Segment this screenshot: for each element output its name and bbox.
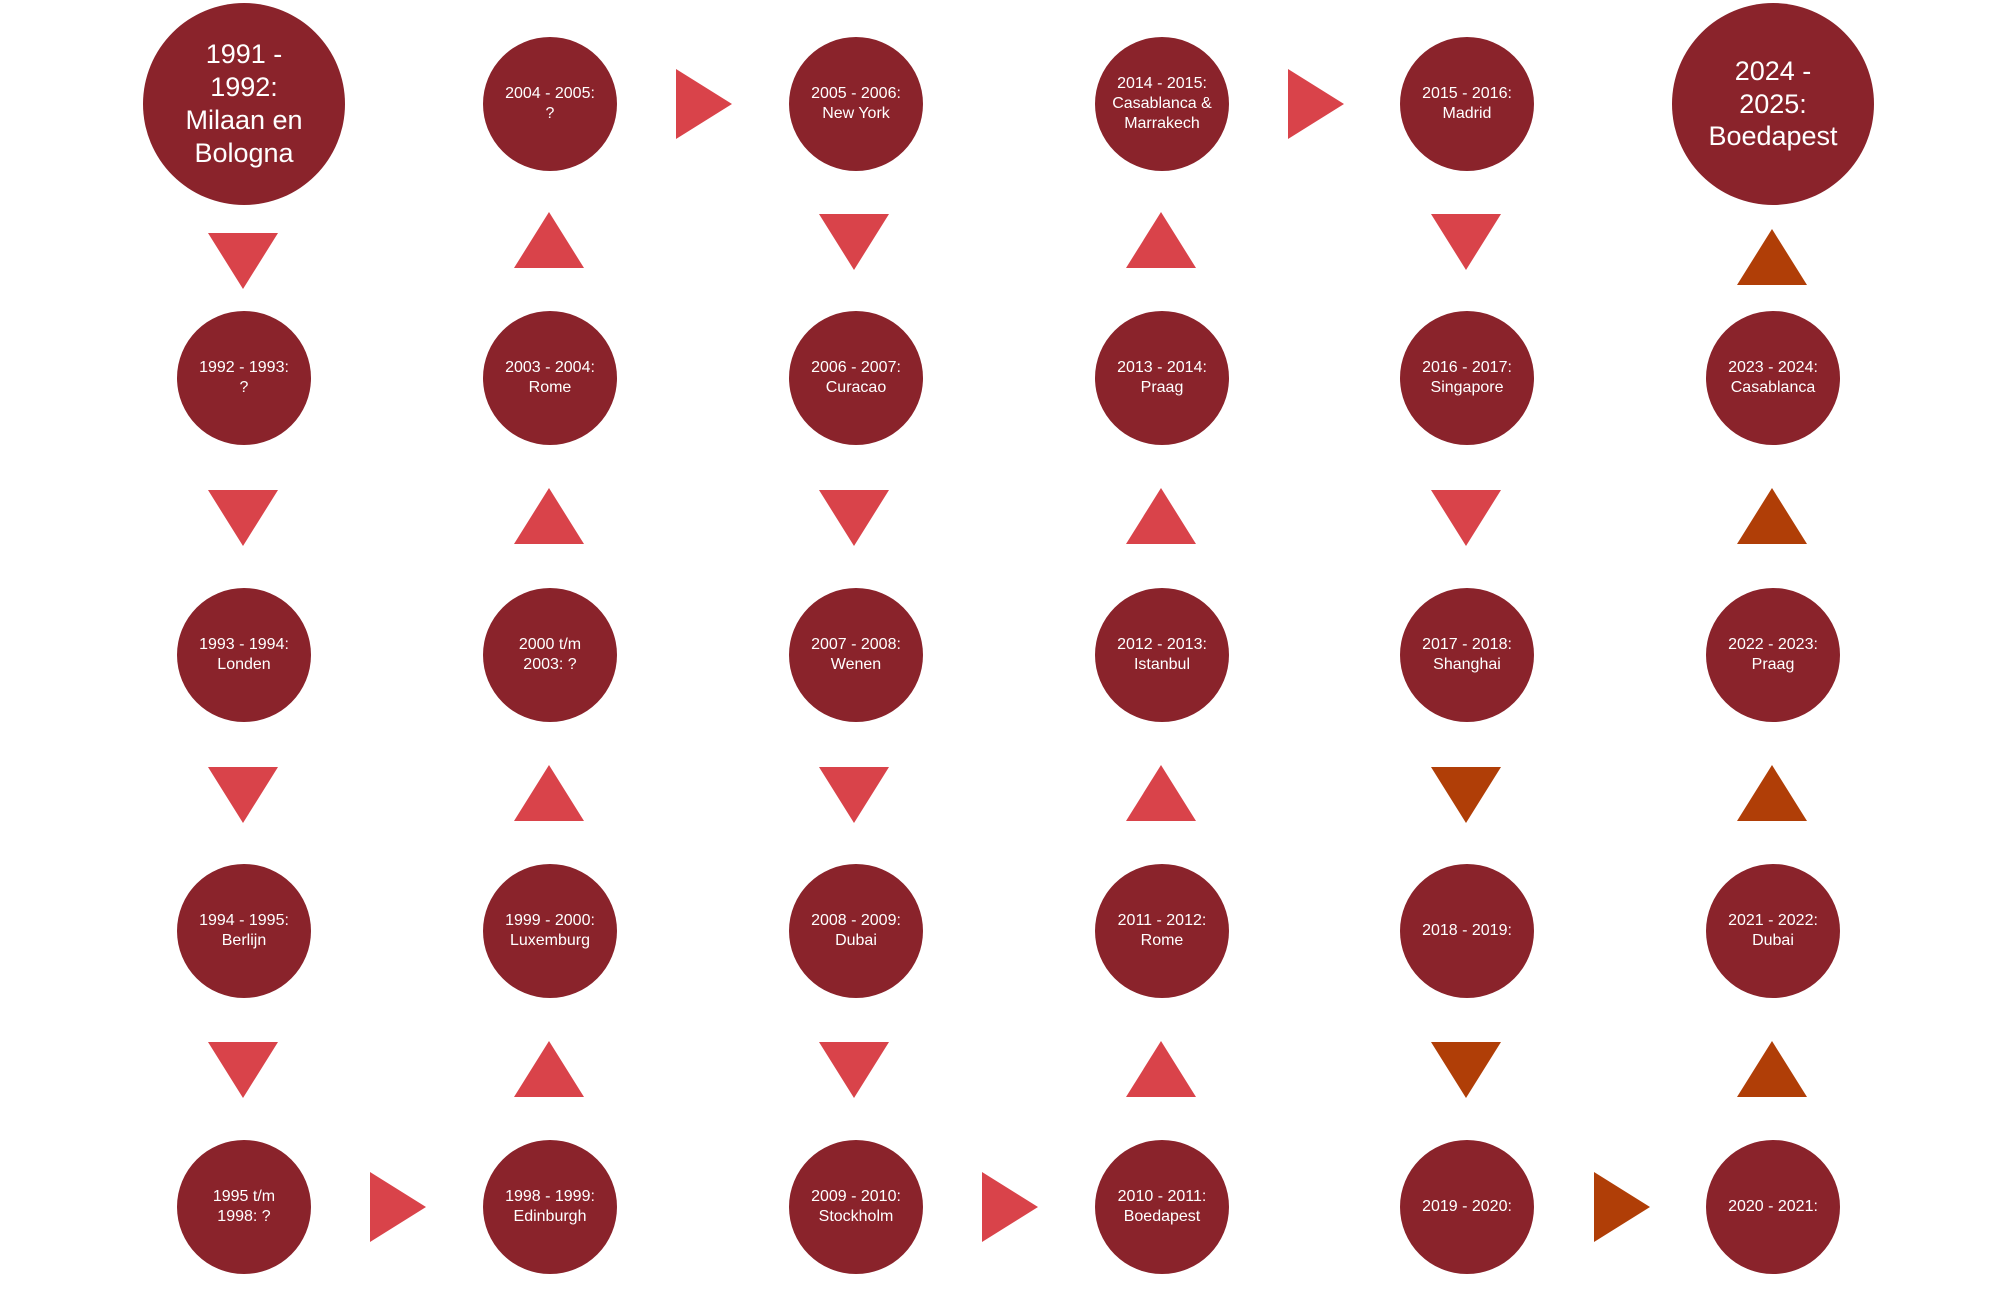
node-label: 2003 - 2004: Rome bbox=[505, 359, 595, 396]
arrow-up-icon bbox=[1126, 765, 1196, 821]
timeline-node-2010: 2010 - 2011: Boedapest bbox=[1095, 1140, 1229, 1274]
timeline-node-2022: 2022 - 2023: Praag bbox=[1706, 588, 1840, 722]
timeline-node-1999: 1999 - 2000: Luxemburg bbox=[483, 864, 617, 998]
arrow-down-icon bbox=[819, 767, 889, 823]
node-label: 2022 - 2023: Praag bbox=[1728, 636, 1818, 673]
timeline-node-2020: 2020 - 2021: bbox=[1706, 1140, 1840, 1274]
arrow-down-icon bbox=[208, 233, 278, 289]
arrow-up-icon bbox=[514, 488, 584, 544]
node-label: 1993 - 1994: Londen bbox=[199, 636, 289, 673]
timeline-node-2008: 2008 - 2009: Dubai bbox=[789, 864, 923, 998]
arrow-up-icon bbox=[514, 765, 584, 821]
node-label: 1992 - 1993: ? bbox=[199, 359, 289, 396]
arrow-down-icon bbox=[1431, 490, 1501, 546]
timeline-node-2007: 2007 - 2008: Wenen bbox=[789, 588, 923, 722]
timeline-node-2009: 2009 - 2010: Stockholm bbox=[789, 1140, 923, 1274]
timeline-node-2024: 2024 - 2025: Boedapest bbox=[1672, 3, 1874, 205]
arrow-down-icon bbox=[208, 767, 278, 823]
timeline-node-2017: 2017 - 2018: Shanghai bbox=[1400, 588, 1534, 722]
node-label: 2000 t/m 2003: ? bbox=[518, 636, 582, 673]
timeline-node-2011: 2011 - 2012: Rome bbox=[1095, 864, 1229, 998]
arrow-down-icon bbox=[208, 1042, 278, 1098]
arrow-up-icon bbox=[1126, 488, 1196, 544]
arrow-up-icon bbox=[1737, 765, 1807, 821]
node-label: 2018 - 2019: bbox=[1422, 922, 1512, 939]
arrow-down-icon bbox=[819, 490, 889, 546]
node-label: 1999 - 2000: Luxemburg bbox=[505, 912, 595, 949]
timeline-node-2016: 2016 - 2017: Singapore bbox=[1400, 311, 1534, 445]
arrow-down-icon bbox=[208, 490, 278, 546]
node-label: 2011 - 2012: Rome bbox=[1117, 912, 1207, 949]
arrow-down-icon bbox=[1431, 214, 1501, 270]
node-label: 2023 - 2024: Casablanca bbox=[1728, 359, 1818, 396]
node-label: 2007 - 2008: Wenen bbox=[811, 636, 901, 673]
timeline-node-2019: 2019 - 2020: bbox=[1400, 1140, 1534, 1274]
timeline-node-1993: 1993 - 1994: Londen bbox=[177, 588, 311, 722]
arrow-up-icon bbox=[514, 1041, 584, 1097]
arrow-right-icon bbox=[1288, 69, 1344, 139]
arrow-right-icon bbox=[982, 1172, 1038, 1242]
timeline-node-2014: 2014 - 2015: Casablanca & Marrakech bbox=[1095, 37, 1229, 171]
node-label: 1995 t/m 1998: ? bbox=[212, 1188, 276, 1225]
timeline-node-2023: 2023 - 2024: Casablanca bbox=[1706, 311, 1840, 445]
node-label: 2019 - 2020: bbox=[1422, 1198, 1512, 1215]
arrow-up-icon bbox=[1737, 229, 1807, 285]
node-label: 2008 - 2009: Dubai bbox=[811, 912, 901, 949]
arrow-down-icon bbox=[819, 1042, 889, 1098]
node-label: 2014 - 2015: Casablanca & Marrakech bbox=[1112, 75, 1212, 132]
node-label: 2010 - 2011: Boedapest bbox=[1117, 1188, 1207, 1225]
timeline-node-2005: 2005 - 2006: New York bbox=[789, 37, 923, 171]
node-label: 2016 - 2017: Singapore bbox=[1422, 359, 1512, 396]
node-label: 2017 - 2018: Shanghai bbox=[1422, 636, 1512, 673]
arrow-down-icon bbox=[819, 214, 889, 270]
timeline-node-2004: 2004 - 2005: ? bbox=[483, 37, 617, 171]
timeline-node-2000: 2000 t/m 2003: ? bbox=[483, 588, 617, 722]
arrow-up-icon bbox=[1126, 1041, 1196, 1097]
node-label: 1998 - 1999: Edinburgh bbox=[505, 1188, 595, 1225]
node-label: 2012 - 2013: Istanbul bbox=[1117, 636, 1207, 673]
arrow-right-icon bbox=[370, 1172, 426, 1242]
timeline-node-2013: 2013 - 2014: Praag bbox=[1095, 311, 1229, 445]
node-label: 2013 - 2014: Praag bbox=[1117, 359, 1207, 396]
node-label: 2020 - 2021: bbox=[1728, 1198, 1818, 1215]
timeline-node-2018: 2018 - 2019: bbox=[1400, 864, 1534, 998]
timeline-node-2015: 2015 - 2016: Madrid bbox=[1400, 37, 1534, 171]
arrow-up-icon bbox=[1737, 488, 1807, 544]
arrow-right-icon bbox=[1594, 1172, 1650, 1242]
arrow-right-icon bbox=[676, 69, 732, 139]
arrow-up-icon bbox=[1126, 212, 1196, 268]
timeline-node-2003: 2003 - 2004: Rome bbox=[483, 311, 617, 445]
node-label: 1994 - 1995: Berlijn bbox=[199, 912, 289, 949]
node-label: 2024 - 2025: Boedapest bbox=[1708, 55, 1838, 152]
node-label: 2004 - 2005: ? bbox=[505, 85, 595, 122]
node-label: 2021 - 2022: Dubai bbox=[1728, 912, 1818, 949]
node-label: 2005 - 2006: New York bbox=[811, 85, 901, 122]
node-label: 1991 - 1992: Milaan en Bologna bbox=[185, 39, 303, 168]
timeline-node-1992: 1992 - 1993: ? bbox=[177, 311, 311, 445]
timeline-node-2012: 2012 - 2013: Istanbul bbox=[1095, 588, 1229, 722]
timeline-node-2021: 2021 - 2022: Dubai bbox=[1706, 864, 1840, 998]
node-label: 2015 - 2016: Madrid bbox=[1422, 85, 1512, 122]
node-label: 2009 - 2010: Stockholm bbox=[811, 1188, 901, 1225]
timeline-node-2006: 2006 - 2007: Curacao bbox=[789, 311, 923, 445]
arrow-up-icon bbox=[1737, 1041, 1807, 1097]
timeline-node-1998: 1998 - 1999: Edinburgh bbox=[483, 1140, 617, 1274]
node-label: 2006 - 2007: Curacao bbox=[811, 359, 901, 396]
timeline-node-1991: 1991 - 1992: Milaan en Bologna bbox=[143, 3, 345, 205]
timeline-node-1995: 1995 t/m 1998: ? bbox=[177, 1140, 311, 1274]
timeline-node-1994: 1994 - 1995: Berlijn bbox=[177, 864, 311, 998]
arrow-down-icon bbox=[1431, 767, 1501, 823]
arrow-up-icon bbox=[514, 212, 584, 268]
arrow-down-icon bbox=[1431, 1042, 1501, 1098]
